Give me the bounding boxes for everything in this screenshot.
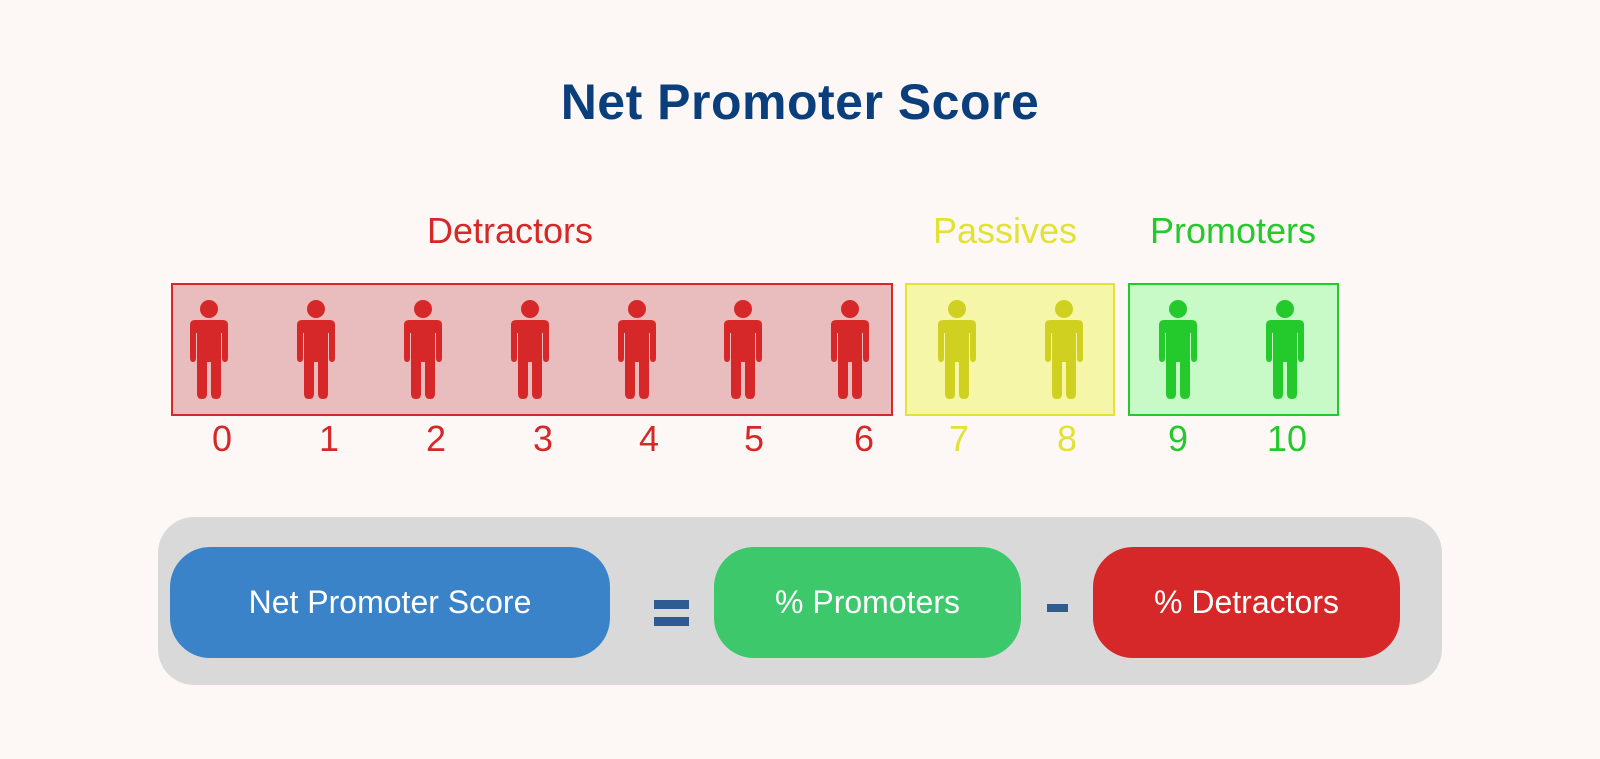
person-icon — [937, 300, 977, 400]
detractors-label: Detractors — [426, 210, 594, 251]
person-icon — [1265, 300, 1305, 400]
person-icon — [723, 300, 763, 400]
score-0: 0 — [211, 418, 233, 459]
person-icon — [617, 300, 657, 400]
score-6: 6 — [853, 418, 875, 459]
score-9: 9 — [1167, 418, 1189, 459]
page-title: Net Promoter Score — [560, 74, 1040, 130]
score-10: 10 — [1266, 418, 1308, 459]
detractors-pill: % Detractors — [1093, 547, 1400, 658]
score-5: 5 — [743, 418, 765, 459]
person-icon — [1158, 300, 1198, 400]
person-icon — [189, 300, 229, 400]
person-icon — [296, 300, 336, 400]
promoters-pill: % Promoters — [714, 547, 1021, 658]
promoters-label: Promoters — [1149, 210, 1317, 251]
score-7: 7 — [948, 418, 970, 459]
person-icon — [1044, 300, 1084, 400]
person-icon — [830, 300, 870, 400]
score-1: 1 — [318, 418, 340, 459]
minus-sign — [1047, 604, 1068, 612]
score-3: 3 — [532, 418, 554, 459]
person-icon — [510, 300, 550, 400]
person-icon — [403, 300, 443, 400]
nps-pill: Net Promoter Score — [170, 547, 610, 658]
passives-label: Passives — [932, 210, 1078, 251]
score-2: 2 — [425, 418, 447, 459]
score-8: 8 — [1056, 418, 1078, 459]
score-4: 4 — [638, 418, 660, 459]
